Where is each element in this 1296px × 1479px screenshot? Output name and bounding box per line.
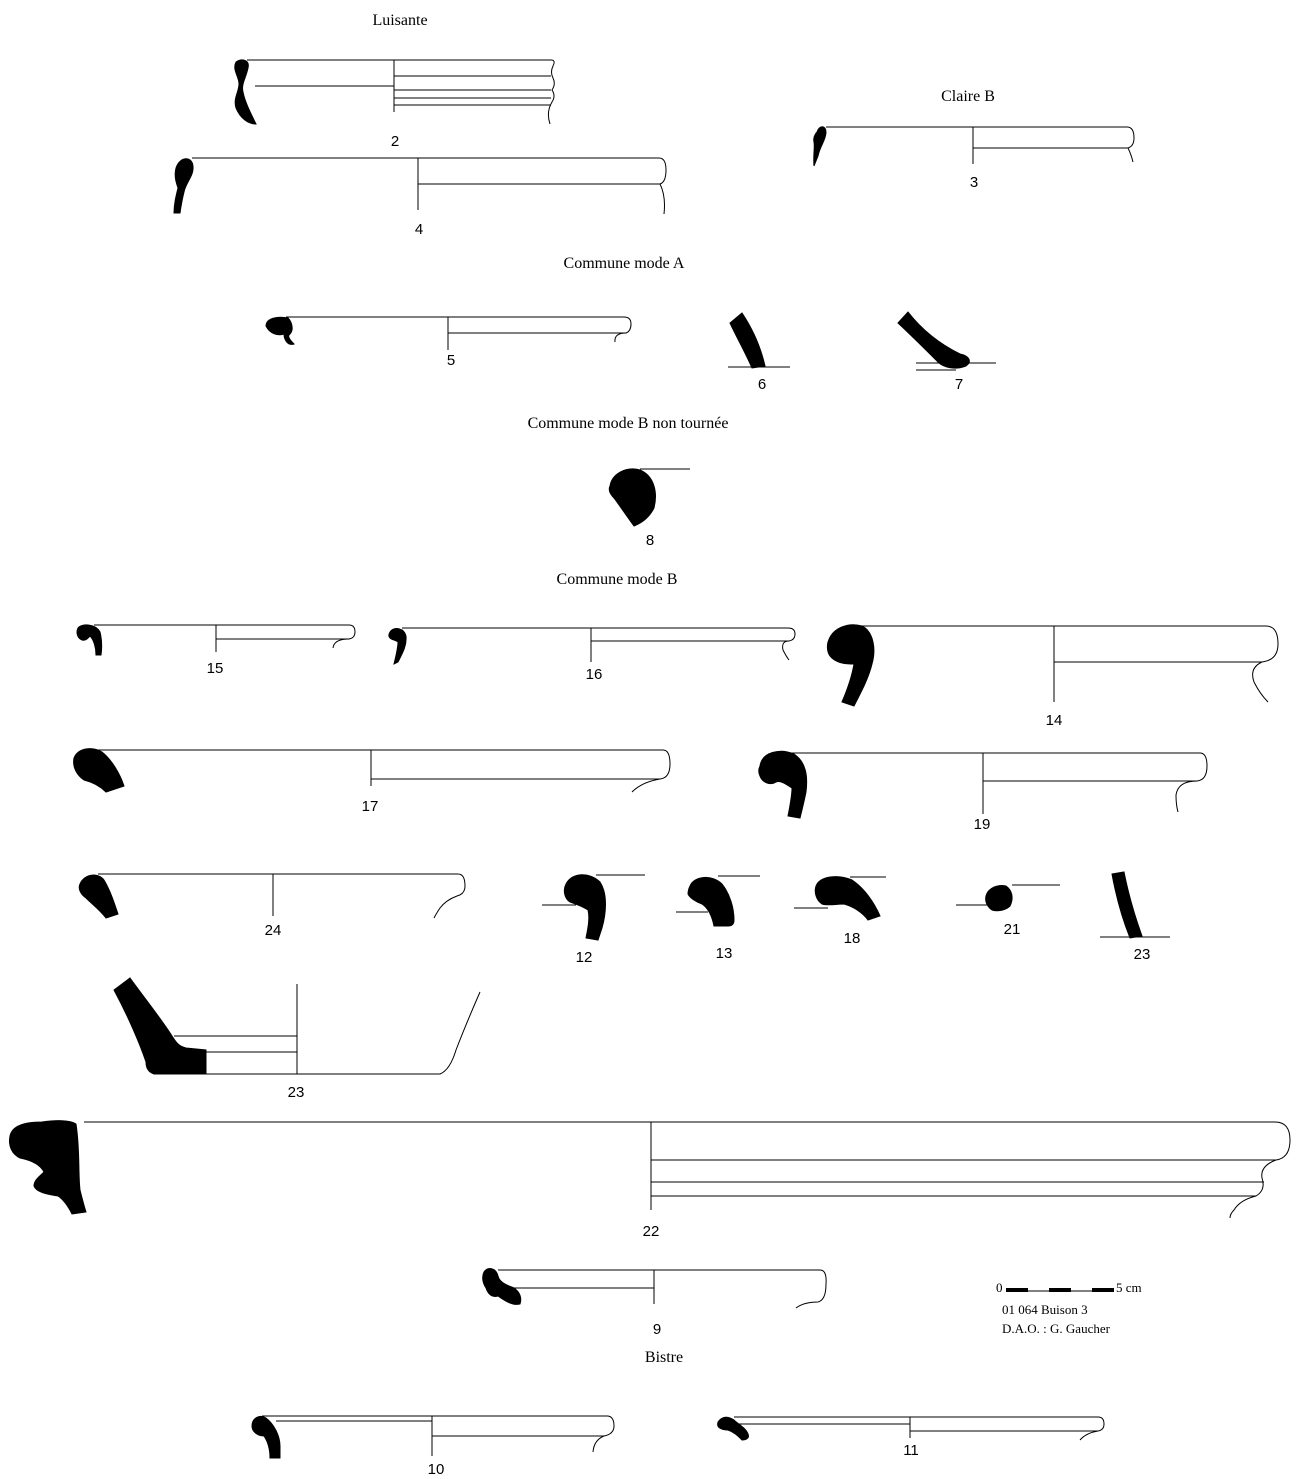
figure-number-3: 3: [970, 174, 978, 191]
vessel-profile-6: [728, 312, 790, 369]
vessel-profile-15: [76, 624, 356, 656]
figure-number-8: 8: [646, 532, 654, 549]
figure-number-13: 13: [716, 945, 733, 962]
vessel-profile-23-large: [113, 977, 481, 1075]
vessel-profile-4: [173, 157, 667, 215]
vessel-profile-16: [388, 627, 796, 665]
scale-bar: 0 5 cm: [996, 1280, 1142, 1295]
figure-number-22: 22: [643, 1223, 660, 1240]
vessel-profile-12: [542, 874, 645, 941]
vessel-profile-11: [717, 1416, 1105, 1441]
vessel-profile-8: [608, 468, 690, 527]
scale-segment: [1092, 1288, 1114, 1292]
figure-number-2: 2: [391, 133, 399, 150]
figure-number-21: 21: [1004, 921, 1021, 938]
figure-number-24: 24: [265, 922, 282, 939]
vessel-profile-14: [826, 624, 1279, 707]
figure-number-11: 11: [903, 1442, 919, 1459]
figure-number-12: 12: [576, 949, 593, 966]
figure-number-4: 4: [415, 221, 423, 238]
scale-start-label: 0: [996, 1280, 1003, 1295]
figure-number-10: 10: [428, 1461, 445, 1478]
vessel-profile-7: [897, 311, 996, 371]
vessel-profile-21: [956, 884, 1060, 912]
vessel-profile-19: [758, 750, 1208, 819]
heading-bistre: Bistre: [645, 1349, 683, 1366]
figure-number-19: 19: [974, 816, 991, 833]
vessel-profile-2: [234, 59, 555, 125]
figure-number-23-small: 23: [1134, 946, 1151, 963]
figure-number-15: 15: [207, 660, 224, 677]
vessel-profile-17: [73, 748, 671, 793]
scale-segment: [1049, 1288, 1071, 1292]
vessel-profile-9: [482, 1268, 827, 1309]
scale-segment: [1006, 1288, 1028, 1292]
figure-number-14: 14: [1046, 712, 1063, 729]
heading-commune-mode-b-non-tournee: Commune mode B non tournée: [528, 415, 729, 432]
figure-number-17: 17: [362, 798, 379, 815]
heading-commune-mode-b: Commune mode B: [557, 571, 678, 588]
credit-author: D.A.O. : G. Gaucher: [1002, 1321, 1111, 1336]
vessel-profile-22: [9, 1120, 1291, 1219]
figure-number-5: 5: [447, 352, 455, 369]
heading-commune-mode-a: Commune mode A: [564, 255, 685, 272]
vessel-profile-5: [265, 316, 632, 350]
figure-number-16: 16: [586, 666, 603, 683]
vessel-profile-18: [794, 876, 886, 921]
figure-number-23-large: 23: [288, 1084, 305, 1101]
vessel-profile-23-small: [1100, 871, 1170, 939]
credit-site: 01 064 Buison 3: [1002, 1302, 1088, 1317]
vessel-profile-3: [813, 126, 1135, 167]
figure-number-6: 6: [758, 376, 766, 393]
heading-luisante: Luisante: [372, 12, 427, 29]
vessel-profile-13: [676, 875, 760, 927]
vessel-profile-24: [78, 873, 466, 919]
figure-number-9: 9: [653, 1321, 661, 1338]
figure-number-7: 7: [955, 376, 963, 393]
heading-claire-b: Claire B: [941, 88, 995, 105]
vessel-profile-10: [251, 1415, 615, 1459]
figure-number-18: 18: [844, 930, 861, 947]
scale-end-label: 5 cm: [1116, 1280, 1142, 1295]
